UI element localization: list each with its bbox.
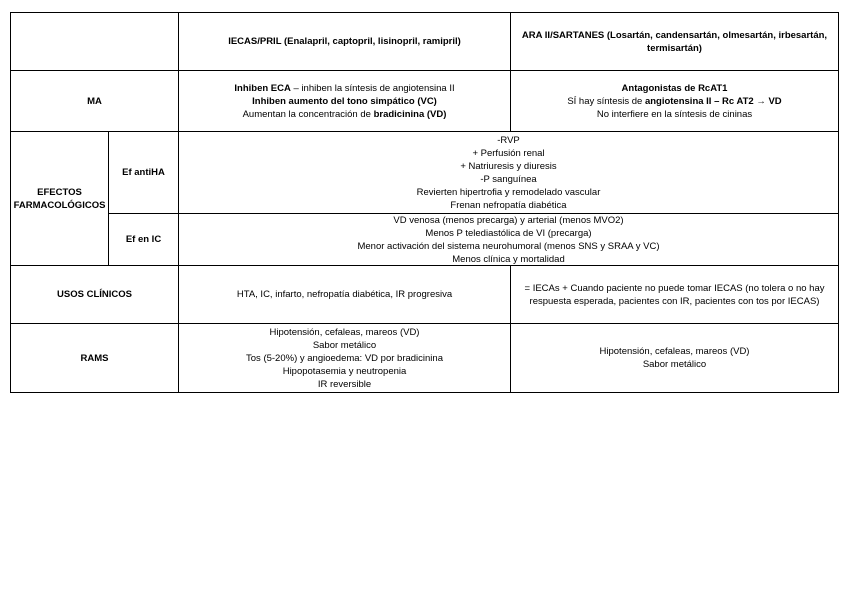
cell-ma-iecas: Inhiben ECA – inhiben la síntesis de ang… xyxy=(179,71,511,132)
text-line: Menor activación del sistema neurohumora… xyxy=(357,240,659,253)
text-segment: Sabor metálico xyxy=(312,339,377,351)
text-line: Revierten hipertrofia y remodelado vascu… xyxy=(417,186,601,199)
text-line: No interfiere en la síntesis de cininas xyxy=(597,108,752,121)
text-segment: Menos P telediastólica de VI (precarga) xyxy=(425,227,592,239)
text-segment: IR reversible xyxy=(317,378,372,390)
text-line: Sabor metálico xyxy=(313,339,376,352)
text-segment: bradicinina (VD) xyxy=(373,108,447,120)
text-line: Hipotensión, cefaleas, mareos (VD) xyxy=(600,345,750,358)
header-cell-iecas: IECAS/PRIL (Enalapril, captopril, lisino… xyxy=(179,13,511,71)
text-segment: Inhiben aumento del tono simpático (VC) xyxy=(252,95,437,107)
text-segment: SÍ hay síntesis de xyxy=(567,95,645,107)
row-label-usos-clinicos: USOS CLÍNICOS xyxy=(11,266,179,324)
text-segment: Menor activación del sistema neurohumora… xyxy=(357,240,660,252)
cell-usos-ara: = IECAs + Cuando paciente no puede tomar… xyxy=(511,266,839,324)
cell-rams-iecas: Hipotensión, cefaleas, mareos (VD)Sabor … xyxy=(179,324,511,393)
text-line: Antagonistas de RcAT1 xyxy=(622,82,728,95)
text-line: Menos P telediastólica de VI (precarga) xyxy=(425,227,591,240)
text-line: Hipopotasemia y neutropenia xyxy=(283,365,407,378)
text-segment: Sabor metálico xyxy=(642,359,707,370)
text-line: Sabor metálico xyxy=(643,358,706,371)
text-segment: Hipopotasemia y neutropenia xyxy=(282,365,407,377)
text-line: Inhiben aumento del tono simpático (VC) xyxy=(252,95,437,108)
text-segment: Frenan nefropatía diabética xyxy=(450,199,567,211)
text-segment: Hipotensión, cefaleas, mareos (VD) xyxy=(599,346,750,357)
cell-ef-antiha-content: -RVP+ Perfusión renal+ Natriuresis y diu… xyxy=(179,132,839,214)
cell-ef-en-ic-content: VD venosa (menos precarga) y arterial (m… xyxy=(179,214,839,266)
text-segment: Inhiben ECA xyxy=(234,82,291,94)
text-segment: Hipotensión, cefaleas, mareos (VD) xyxy=(269,326,420,338)
text-segment: = IECAs + Cuando paciente no puede tomar… xyxy=(524,282,825,307)
text-segment: – inhiben la síntesis de angiotensina II xyxy=(290,82,455,94)
text-line: ARA II/SARTANES (Losartán, candensartán,… xyxy=(517,29,832,55)
text-line: + Natriuresis y diuresis xyxy=(460,160,556,173)
header-cell-empty xyxy=(11,13,179,71)
text-line: HTA, IC, infarto, nefropatía diabética, … xyxy=(237,288,452,301)
text-line: SÍ hay síntesis de angiotensina II – Rc … xyxy=(567,95,781,108)
comparison-table: IECAS/PRIL (Enalapril, captopril, lisino… xyxy=(10,12,839,393)
text-segment: Aumentan la concentración de xyxy=(242,108,374,120)
text-segment: + Natriuresis y diuresis xyxy=(460,160,557,172)
row-label-rams: RAMS xyxy=(11,324,179,393)
row-label-ef-antiha: Ef antiHA xyxy=(109,132,179,214)
text-segment: Antagonistas de RcAT1 xyxy=(621,82,728,94)
text-segment: + Perfusión renal xyxy=(472,147,545,159)
text-line: VD venosa (menos precarga) y arterial (m… xyxy=(393,214,623,227)
text-segment: -P sanguínea xyxy=(480,173,537,185)
text-line: -RVP xyxy=(497,134,520,147)
text-line: Inhiben ECA – inhiben la síntesis de ang… xyxy=(234,82,454,95)
text-line: + Perfusión renal xyxy=(472,147,544,160)
header-cell-ara: ARA II/SARTANES (Losartán, candensartán,… xyxy=(511,13,839,71)
text-segment: -RVP xyxy=(497,134,520,146)
text-line: Hipotensión, cefaleas, mareos (VD) xyxy=(270,326,420,339)
text-segment: VD venosa (menos precarga) y arterial (m… xyxy=(393,214,624,226)
text-line: Menos clínica y mortalidad xyxy=(452,253,564,266)
row-label-efectos-farmacologicos: EFECTOS FARMACOLÓGICOS xyxy=(11,132,109,266)
text-segment: angiotensina II – Rc AT2 → VD xyxy=(644,95,782,107)
text-segment: Menos clínica y mortalidad xyxy=(452,253,565,265)
text-segment: HTA, IC, infarto, nefropatía diabética, … xyxy=(236,289,453,300)
text-segment: Tos (5-20%) y angioedema: VD por bradici… xyxy=(246,352,443,364)
text-line: Tos (5-20%) y angioedema: VD por bradici… xyxy=(246,352,443,365)
cell-usos-iecas: HTA, IC, infarto, nefropatía diabética, … xyxy=(179,266,511,324)
text-line: Aumentan la concentración de bradicinina… xyxy=(243,108,447,121)
text-line: Frenan nefropatía diabética xyxy=(450,199,566,212)
row-label-ef-en-ic: Ef en IC xyxy=(109,214,179,266)
text-line: IR reversible xyxy=(318,378,371,391)
text-line: -P sanguínea xyxy=(480,173,536,186)
text-segment: Revierten hipertrofia y remodelado vascu… xyxy=(416,186,601,198)
row-label-ma: MA xyxy=(11,71,179,132)
text-segment: No interfiere en la síntesis de cininas xyxy=(596,108,753,120)
text-line: = IECAs + Cuando paciente no puede tomar… xyxy=(517,282,832,308)
text-segment: IECAS/PRIL (Enalapril, captopril, lisino… xyxy=(228,36,461,47)
text-segment: ARA II/SARTANES (Losartán, candensartán,… xyxy=(521,29,828,54)
text-line: IECAS/PRIL (Enalapril, captopril, lisino… xyxy=(228,35,461,48)
cell-rams-ara: Hipotensión, cefaleas, mareos (VD) Sabor … xyxy=(511,324,839,393)
